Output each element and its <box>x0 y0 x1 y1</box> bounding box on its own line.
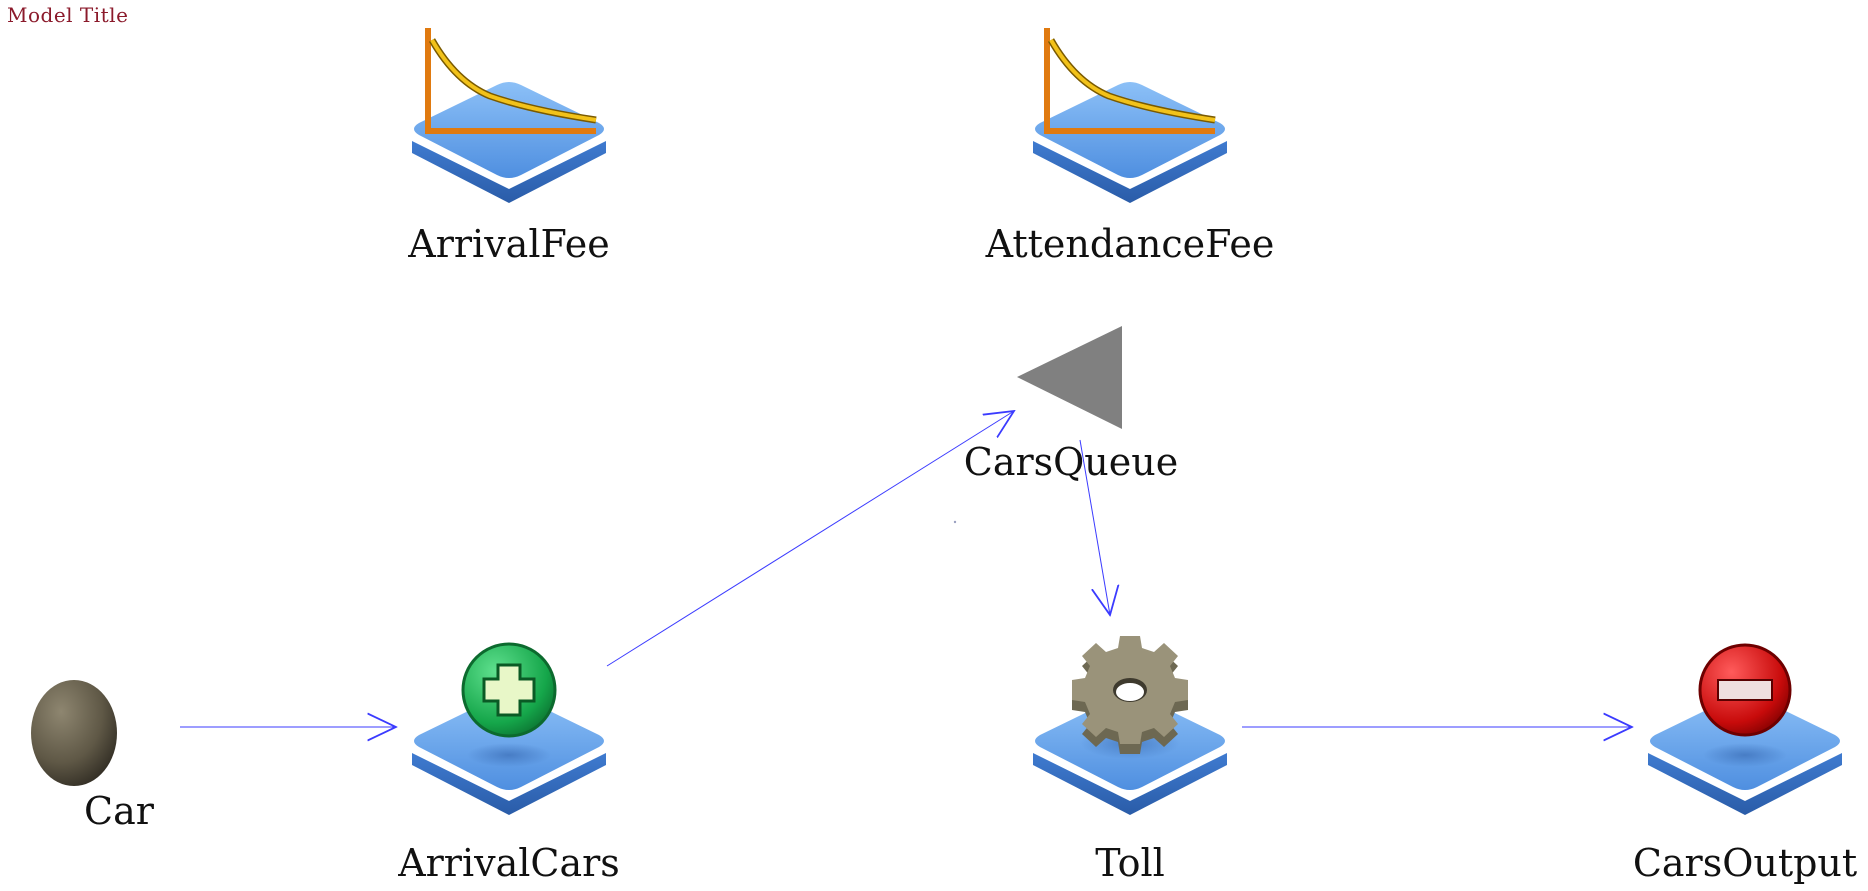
create-plus-icon <box>461 642 557 738</box>
connectors <box>180 411 1632 727</box>
node-cars-queue[interactable]: CarsQueue <box>964 326 1178 484</box>
platform-base <box>412 694 606 815</box>
node-cars-output[interactable]: CarsOutput <box>1633 643 1857 885</box>
distribution-curve-icon <box>1044 28 1216 134</box>
queue-triangle-icon <box>1017 326 1122 429</box>
node-car-label: Car <box>84 789 155 833</box>
connector-arrivalcars-to-carsqueue[interactable] <box>606 411 1014 667</box>
connector-carsqueue-to-toll[interactable] <box>1079 439 1110 615</box>
distribution-curve-icon <box>425 28 597 134</box>
node-attendance-fee[interactable]: AttendanceFee <box>985 28 1275 266</box>
node-arrival-fee-label: ArrivalFee <box>407 222 609 266</box>
node-arrival-cars[interactable]: ArrivalCars <box>397 642 620 885</box>
node-car[interactable]: Car <box>31 680 155 833</box>
node-toll-label: Toll <box>1095 841 1165 885</box>
node-cars-queue-label: CarsQueue <box>964 440 1178 484</box>
node-attendance-fee-label: AttendanceFee <box>985 222 1275 266</box>
node-arrival-cars-label: ArrivalCars <box>397 841 620 885</box>
entity-sphere-icon <box>31 680 117 786</box>
gear-server-icon <box>1072 636 1188 754</box>
node-arrival-fee[interactable]: ArrivalFee <box>407 28 610 266</box>
platform-base <box>1648 694 1842 815</box>
dispose-minus-icon <box>1698 643 1792 737</box>
canvas-dot <box>953 520 957 524</box>
node-cars-output-label: CarsOutput <box>1633 841 1857 885</box>
model-title: Model Title <box>7 3 129 27</box>
node-toll[interactable]: Toll <box>1033 636 1227 885</box>
